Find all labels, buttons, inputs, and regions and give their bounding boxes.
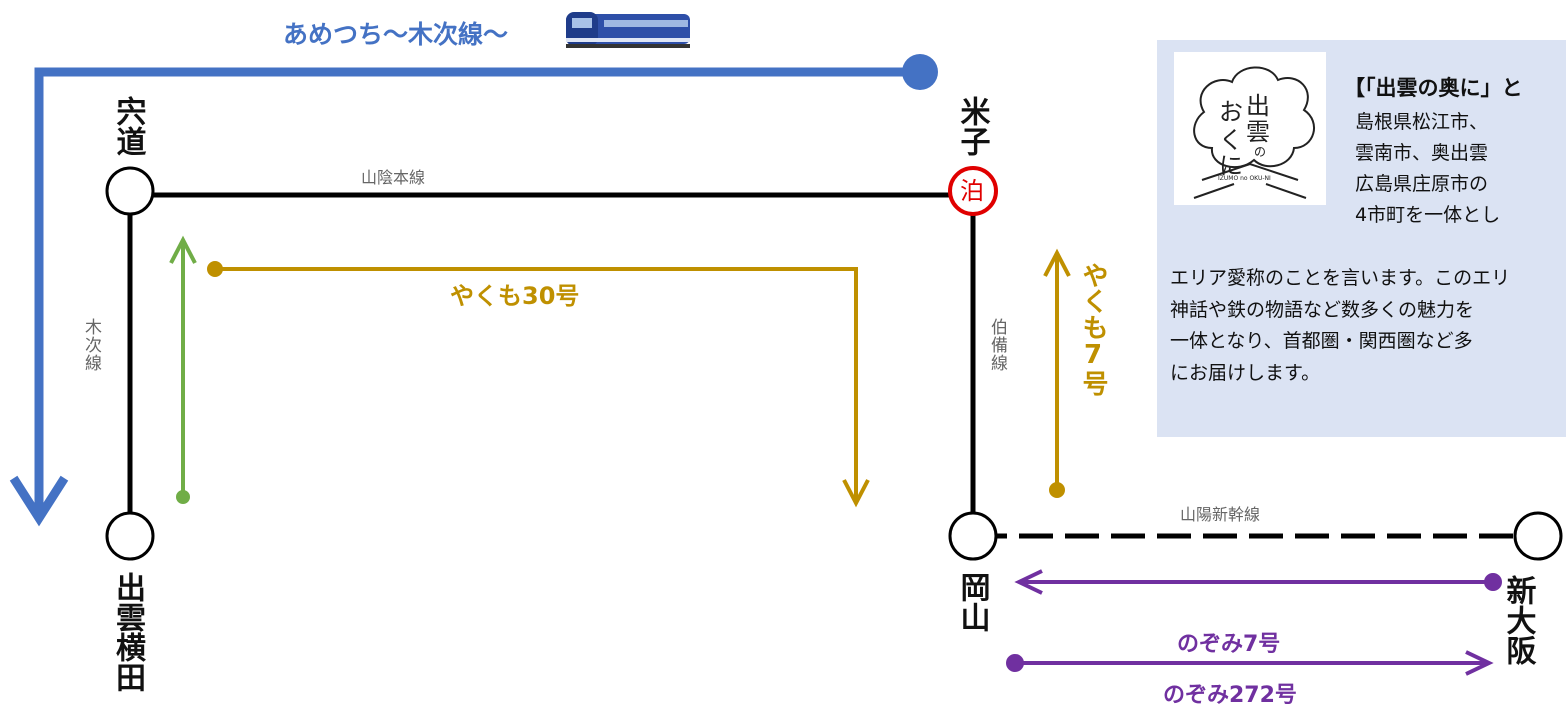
info-text-block-2: エリア愛称のことを言います。このエリ 神話や鉄の物語など数多くの魅力を 一体とな… xyxy=(1170,263,1510,389)
station-okayama-circle xyxy=(948,511,998,561)
station-shinji: 宍道 xyxy=(110,96,146,156)
info-line: 一体となり、首都圏・関西圏など多 xyxy=(1170,330,1473,352)
info-line: エリア愛称のことを言います。このエリ xyxy=(1170,267,1511,289)
info-line: 神話や鉄の物語など数多くの魅力を xyxy=(1170,298,1475,321)
line-label-sanin: 山陰本線 xyxy=(361,168,426,187)
ametsuchi-route xyxy=(9,54,938,527)
line-label-hakubi: 伯備線 xyxy=(987,318,1007,372)
info-line: にお届けします。 xyxy=(1170,361,1321,384)
svg-text:出: 出 xyxy=(1246,92,1270,120)
train-image xyxy=(566,12,690,48)
station-izumo-yokota-circle xyxy=(105,511,155,561)
info-title: 【「出雲の奥に」と xyxy=(1344,76,1523,100)
station-okayama: 岡山 xyxy=(954,572,990,632)
info-box: お く に 出 雲 の IZUMO no OKU-NI 【「出雲の奥に」と 島根… xyxy=(1157,40,1566,437)
svg-text:く: く xyxy=(1219,126,1243,154)
info-line: 4市町を一体とし xyxy=(1355,204,1501,226)
station-izumo-yokota: 出雲横田 xyxy=(110,572,145,692)
train-label-yakumo7: やくも7号 xyxy=(1078,262,1108,396)
station-shin-osaka: 新大阪 xyxy=(1500,575,1536,665)
train-label-nozomi7: のぞみ7号 xyxy=(1177,632,1281,657)
overnight-marker: 泊 xyxy=(960,177,984,205)
yakumo30-arrow xyxy=(207,261,870,508)
svg-text:の: の xyxy=(1254,145,1266,159)
svg-text:雲: 雲 xyxy=(1246,118,1270,146)
train-label-nozomi272: のぞみ272号 xyxy=(1163,683,1297,708)
izumo-no-okuni-logo: お く に 出 雲 の IZUMO no OKU-NI xyxy=(1174,52,1326,205)
info-text-block: 島根県松江市、 雲南市、奥出雲 広島県庄原市の 4市町を一体とし xyxy=(1355,107,1500,231)
svg-text:に: に xyxy=(1219,152,1243,180)
nozomi272-arrow xyxy=(1006,650,1494,676)
info-line: 雲南市、奥出雲 xyxy=(1355,142,1489,164)
green-arrow xyxy=(169,235,197,504)
yakumo7-arrow xyxy=(1043,248,1071,498)
station-yonago: 米子 xyxy=(954,96,990,156)
info-line: 広島県庄原市の xyxy=(1355,173,1489,195)
line-label-kisuki: 木次線 xyxy=(81,318,101,372)
nozomi7-arrow xyxy=(1014,569,1502,595)
station-shin-osaka-circle xyxy=(1513,511,1563,561)
line-label-sanyo-shinkansen: 山陽新幹線 xyxy=(1180,505,1261,524)
svg-text:IZUMO no OKU-NI: IZUMO no OKU-NI xyxy=(1218,175,1271,182)
svg-text:お: お xyxy=(1219,98,1243,126)
info-line: 島根県松江市、 xyxy=(1355,111,1489,133)
station-shinji-circle xyxy=(105,166,155,216)
station-yonago-circle xyxy=(948,166,998,216)
train-label-yakumo30: やくも30号 xyxy=(450,282,580,310)
ametsuchi-title: あめつち〜木次線〜 xyxy=(283,20,509,49)
